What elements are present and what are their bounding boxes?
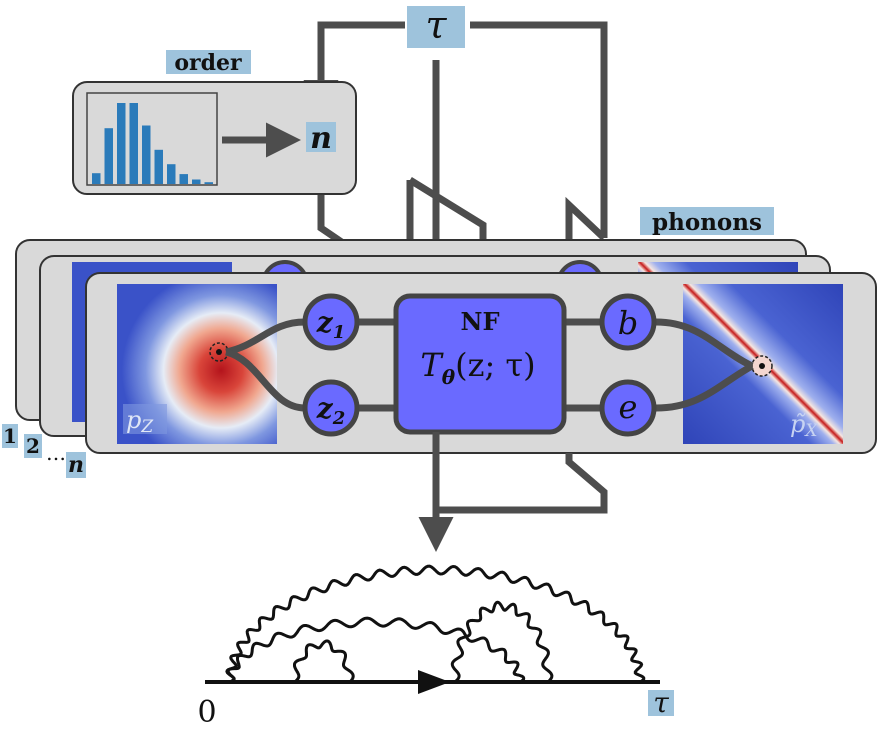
nf-title: NF xyxy=(461,307,500,336)
stack-index-dots: … xyxy=(46,441,66,465)
order-histogram xyxy=(92,103,213,184)
pz-label-bg xyxy=(123,404,167,434)
axis-tau-label: τ xyxy=(653,686,669,719)
phonon-arc-small xyxy=(293,639,355,684)
stack-index-n: n xyxy=(68,452,84,478)
pz-to-z1-connector xyxy=(225,318,306,356)
histogram-bar xyxy=(142,125,151,184)
histogram-bar xyxy=(104,128,113,184)
histogram-bar xyxy=(204,182,213,184)
histogram-bar xyxy=(167,164,176,184)
px-label: p̃X xyxy=(790,410,818,441)
histogram-bar xyxy=(129,103,138,184)
stack-index-2: 2 xyxy=(26,434,40,458)
stack-return-line xyxy=(436,453,608,514)
histogram-bar xyxy=(92,173,101,184)
tau-right-branch xyxy=(470,21,608,238)
z1-label: z1 xyxy=(316,306,345,343)
e-label: e xyxy=(619,388,638,426)
px-sample-point xyxy=(759,363,765,369)
b-to-px-connector xyxy=(655,318,754,370)
stack-1-bg xyxy=(2,424,18,448)
pz-sample-point xyxy=(216,349,222,355)
flow-connectors xyxy=(224,318,754,412)
pz-to-z2-connector xyxy=(224,348,306,412)
stack-index-1: 1 xyxy=(3,424,17,448)
histogram-bar xyxy=(117,103,126,184)
tau-label-bg xyxy=(407,6,465,48)
phonon-wavy-lines xyxy=(225,564,646,684)
phonon-arc-right xyxy=(450,600,554,684)
n-label-bg xyxy=(306,122,336,152)
stack-2-bg xyxy=(24,434,42,458)
histogram-bar xyxy=(154,149,163,184)
phonons-label-bg xyxy=(640,207,774,235)
tau-to-n-arrow xyxy=(303,21,405,115)
order-label: order xyxy=(174,50,242,76)
electron-direction-arrow xyxy=(418,670,450,694)
bottom-connector-lines xyxy=(418,432,608,552)
pz-label: pZ xyxy=(126,406,154,437)
z1-node xyxy=(302,293,360,351)
n-node-label: n xyxy=(310,121,332,156)
e-node xyxy=(599,379,657,437)
axis-zero-label: 0 xyxy=(197,695,216,730)
e-to-px-connector xyxy=(655,362,754,412)
b-label: b xyxy=(618,304,638,342)
nf-formula: Tθ(z; τ) xyxy=(420,346,535,389)
z2-node xyxy=(302,379,360,437)
phonon-arc-left xyxy=(226,616,526,684)
tau-top-label: τ xyxy=(425,3,447,47)
phonon-arc-outer xyxy=(225,564,646,684)
b-node xyxy=(599,293,657,351)
axis-tau-bg xyxy=(648,690,674,716)
phonons-label: phonons xyxy=(652,209,762,236)
z2-label: z2 xyxy=(316,392,345,429)
histogram-bar xyxy=(179,174,188,184)
stack-n-bg xyxy=(66,452,86,478)
order-label-bg xyxy=(166,50,251,74)
histogram-bar xyxy=(192,179,201,184)
nf-block xyxy=(393,293,567,435)
